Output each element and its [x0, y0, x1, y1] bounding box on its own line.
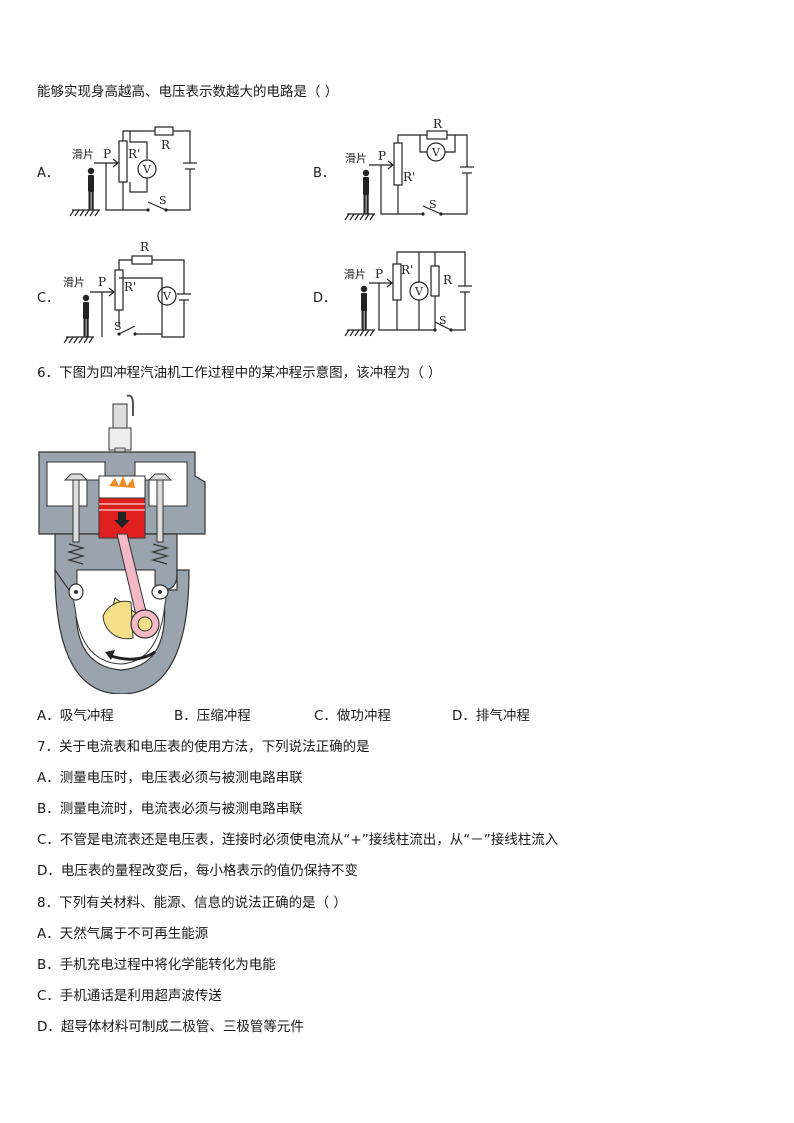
circuit-diagram-c: 滑片 P R' R V S	[60, 238, 200, 348]
svg-text:R': R'	[401, 263, 413, 277]
svg-text:P: P	[103, 147, 111, 161]
q7-choice-a: A．测量电压时，电压表必须与被测电路串联	[37, 770, 303, 786]
svg-text:R': R'	[403, 170, 415, 184]
q5-option-c-label: C．	[37, 291, 60, 306]
svg-text:R: R	[161, 138, 171, 152]
engine-stroke-diagram	[37, 394, 207, 698]
svg-text:R: R	[433, 118, 443, 131]
svg-text:R': R'	[124, 280, 136, 294]
svg-text:R': R'	[128, 147, 140, 161]
q8-choice-a: A．天然气属于不可再生能源	[37, 926, 209, 942]
circuit-diagram-b: 滑片 P R' R V S	[343, 117, 483, 226]
svg-text:P: P	[378, 149, 386, 163]
svg-text:V: V	[431, 146, 441, 159]
svg-text:P: P	[98, 275, 106, 289]
q7-choice-c: C．不管是电流表还是电压表，连接时必须使电流从“+”接线柱流出，从“－”接线柱流…	[37, 832, 559, 848]
circuit-diagram-d: 滑片 P R' R V S	[343, 246, 483, 342]
svg-text:P: P	[375, 267, 383, 281]
q7-stem: 7．关于电流表和电压表的使用方法，下列说法正确的是	[37, 739, 370, 755]
svg-text:V: V	[414, 285, 424, 298]
q6-choice-a: A．吸气冲程	[37, 708, 114, 724]
svg-text:滑片: 滑片	[345, 152, 367, 165]
q5-option-a-label: A．	[37, 166, 59, 181]
svg-text:R: R	[140, 240, 150, 254]
svg-text:V: V	[142, 163, 152, 176]
svg-text:滑片: 滑片	[344, 268, 366, 281]
svg-text:V: V	[162, 290, 172, 303]
svg-text:S: S	[429, 198, 437, 211]
q5-stem: 能够实现身高越高、电压表示数越大的电路是（ ）	[37, 84, 339, 100]
svg-text:滑片: 滑片	[63, 276, 85, 289]
circuit-diagram-a: 滑片 P R' R V S	[68, 122, 208, 226]
q7-choice-b: B．测量电流时，电流表必须与被测电路串联	[37, 801, 303, 817]
q8-choice-b: B．手机充电过程中将化学能转化为电能	[37, 957, 276, 973]
q8-choice-c: C．手机通话是利用超声波传送	[37, 988, 222, 1004]
q8-choice-d: D．超导体材料可制成二极管、三极管等元件	[37, 1019, 304, 1035]
svg-text:滑片: 滑片	[72, 148, 94, 161]
svg-text:S: S	[439, 314, 447, 327]
q5-option-d-label: D．	[313, 291, 337, 306]
q5-option-b-label: B．	[313, 166, 335, 181]
q7-choice-d: D．电压表的量程改变后，每小格表示的值仍保持不变	[37, 863, 358, 879]
q6-choice-d: D．排气冲程	[452, 708, 530, 724]
q8-stem: 8．下列有关材料、能源、信息的说法正确的是（ ）	[37, 895, 347, 911]
q6-stem: 6．下图为四冲程汽油机工作过程中的某冲程示意图，该冲程为（ ）	[37, 365, 442, 381]
svg-text:S: S	[159, 194, 167, 207]
svg-text:R: R	[443, 273, 453, 287]
svg-text:S: S	[114, 320, 122, 333]
q6-choice-b: B．压缩冲程	[174, 708, 251, 724]
q6-choice-c: C．做功冲程	[314, 708, 391, 724]
